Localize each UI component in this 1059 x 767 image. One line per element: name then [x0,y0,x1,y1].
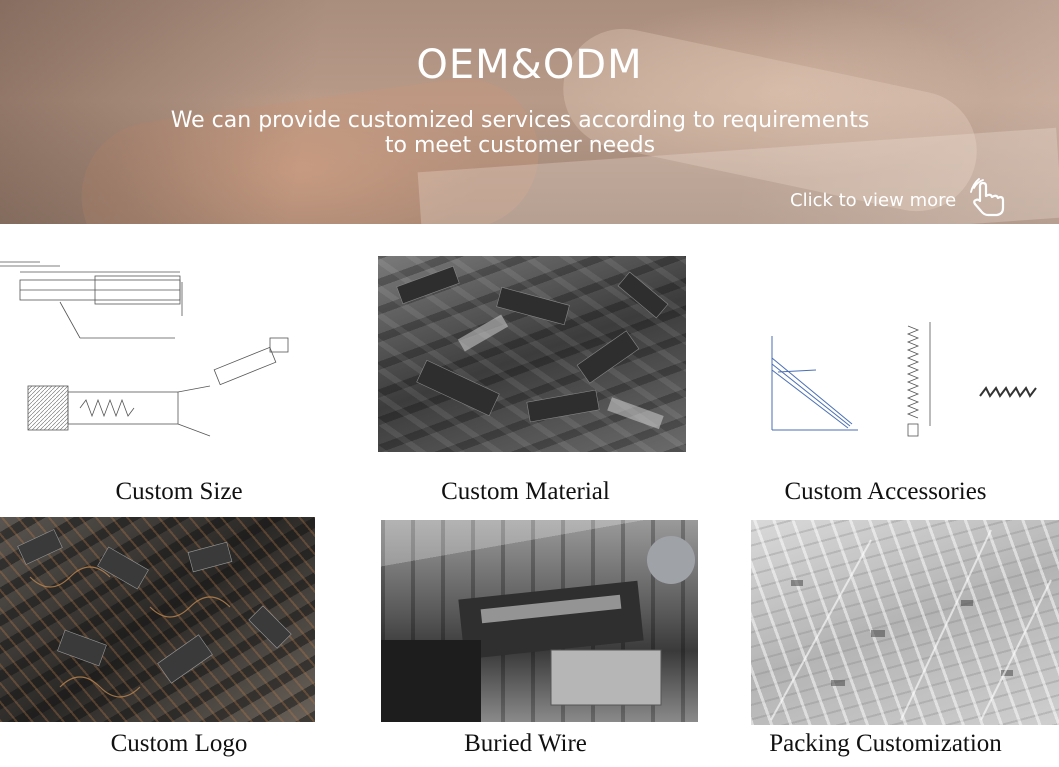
banner-title: OEM&ODM [416,42,643,88]
view-more-label: Click to view more [790,190,957,211]
view-more-link[interactable]: Click to view more [790,178,1012,223]
item-caption-custom-size: Custom Size [115,478,243,505]
machine-image [381,520,698,722]
item-caption-custom-accessories: Custom Accessories [784,478,987,505]
oem-odm-banner[interactable]: OEM&ODM We can provide customized servic… [0,0,1059,224]
hand-pointer-icon [966,178,1012,223]
banner-subtitle-line: to meet customer needs [384,133,656,158]
item-caption-packing-customization: Packing Customization [769,730,1002,757]
carbon-blocks-image [378,256,686,452]
item-caption-custom-material: Custom Material [441,478,610,505]
packing-image [751,520,1059,725]
banner-overlay [0,0,1059,224]
spring-chart-drawing-image [740,246,1059,452]
carbon-brushes-image [0,517,315,722]
banner-subtitle-line: We can provide customized services accor… [170,108,870,133]
item-caption-buried-wire: Buried Wire [464,730,587,757]
banner-subtitle: We can provide customized services accor… [120,108,920,158]
item-caption-custom-logo: Custom Logo [110,730,248,757]
technical-drawing-image [0,246,300,452]
